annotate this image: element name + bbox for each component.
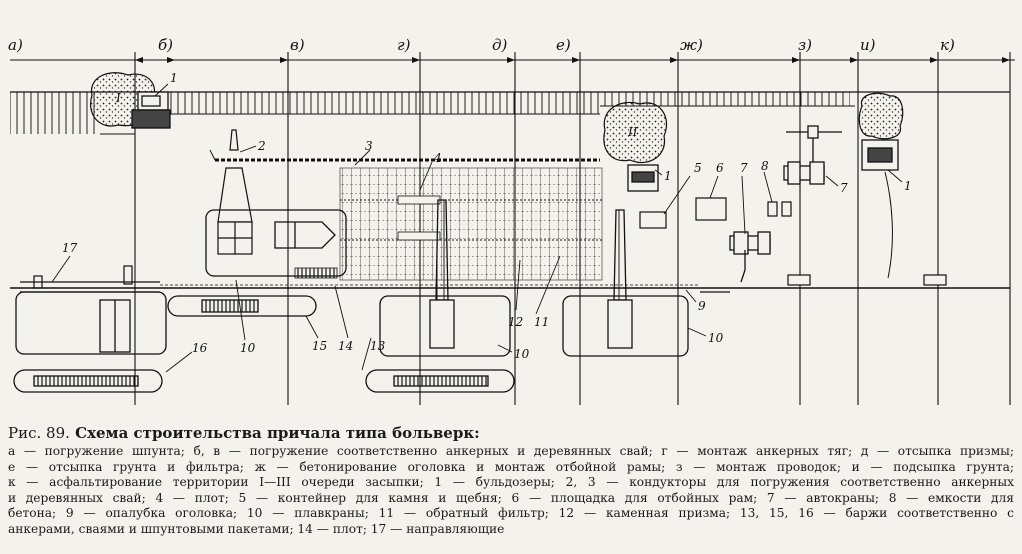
stage-label-k: к) [940,36,955,54]
callout-8: 8 [761,159,769,173]
soil-heap-i [858,92,904,140]
stage-label-g: г) [397,36,411,54]
concrete-tanks-8 [767,201,792,217]
fender-platform-6 [695,197,727,221]
caption-line: а — погружение шпунта; б, в — погружение… [8,444,1014,458]
truck-crane-7a [729,231,771,283]
floating-crane-10d [15,291,167,355]
stage-label-z: з) [798,36,812,54]
floating-crane-10a [205,209,347,277]
callout-17: 17 [62,241,78,255]
anchor-piles-grid [294,167,603,281]
callout-10a: 10 [708,331,724,345]
barge-16 [13,369,163,393]
floating-crane-10b [379,199,511,357]
floating-crane-10c [562,209,689,357]
caption-line: е — отсыпка грунта и фильтра; ж — бетони… [8,459,1014,474]
stage-labels: а) б) в) г) д) е) ж) з) и) к) [8,36,955,54]
callout-11: 11 [534,315,549,329]
pile-driver-2 [217,129,253,255]
callout-7a: 7 [740,161,748,175]
callout-4: 4 [433,151,442,165]
stage-label-d: д) [492,36,508,54]
construction-scheme-drawing: а) б) в) г) д) е) ж) з) и) к) [8,36,1015,405]
callout-3: 3 [365,139,373,153]
callout-numbers: 1 2 3 4 1 5 6 7 8 7 1 9 10 10 10 11 12 1… [62,71,912,361]
barge-13 [365,369,515,393]
callout-14: 14 [338,339,353,353]
stage-label-v: в) [290,36,305,54]
soil-heap-II: II [603,101,668,164]
caption-line: анкерами, сваями и шпунтовыми пакетами; … [8,521,505,536]
stage-arrows [135,57,1010,63]
caption-title: Рис. 89. Схема строительства причала тип… [8,424,1014,443]
callout-13: 13 [370,339,386,353]
quay-wall-line [10,149,1010,289]
callout-10b: 10 [514,347,530,361]
soil-heap-II-label: II [627,125,638,139]
figure-caption: Рис. 89. Схема строительства причала тип… [8,424,1014,538]
callout-15: 15 [312,339,327,353]
callout-10c: 10 [240,341,256,355]
soil-heap-I-label: I [115,91,121,105]
caption-title-text: Схема строительства причала типа больвер… [75,424,480,442]
callout-leaders [51,83,903,373]
guides-17 [20,265,160,293]
callout-1c: 1 [904,179,912,193]
stage-label-a: а) [8,36,23,54]
bulldozer-1a [131,91,171,129]
stone-container-5 [639,211,667,229]
caption-figure-number: Рис. 89. [8,424,70,442]
callout-9: 9 [698,299,706,313]
truck-crane-7b [783,125,842,185]
bulldozer-1b [627,164,659,192]
stage-label-e: е) [556,36,571,54]
stage-label-i: и) [860,36,876,54]
caption-line: к — асфальтирование территории I—III оче… [8,475,1014,490]
stage-label-zh: ж) [680,36,703,54]
bulldozer-1c [861,139,899,279]
callout-16: 16 [192,341,208,355]
caption-line: и деревянных свай; 4 — плот; 5 — контейн… [8,490,1014,505]
territory-backfill [10,91,1010,135]
caption-line: бетона; 9 — опалубка оголовка; 10 — плав… [8,506,1014,521]
callout-5: 5 [694,161,702,175]
callout-7b: 7 [840,181,848,195]
callout-1a: 1 [170,71,178,85]
stage-label-b: б) [158,36,173,54]
head-formwork-9 [700,274,947,293]
callout-2: 2 [257,139,266,153]
barge-15 [167,295,317,317]
callout-1b: 1 [664,169,672,183]
callout-12: 12 [508,315,523,329]
callout-6: 6 [716,161,724,175]
